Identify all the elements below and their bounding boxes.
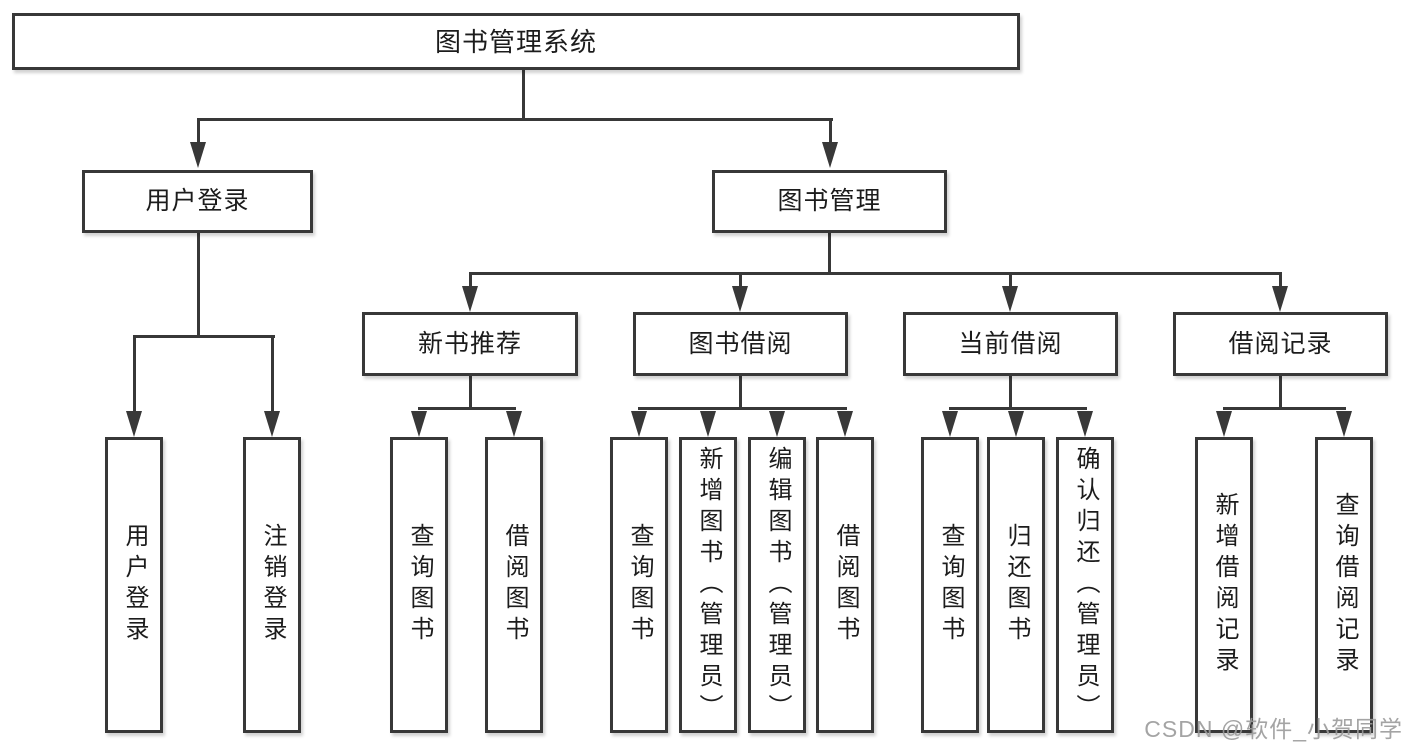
connector-arrow-down-icon [1216, 411, 1232, 437]
leaf-borrow-book: 借阅图书 [816, 437, 874, 733]
connector-arrow-down-icon [1008, 411, 1024, 437]
node-label: 新增图书（管理员） [695, 445, 722, 725]
node-label: 图书管理 [777, 187, 882, 215]
connector-line [418, 407, 516, 410]
node-label: 归还图书 [1003, 523, 1030, 647]
node-label: 查询图书 [406, 523, 433, 647]
node-label: 注销登录 [259, 523, 286, 647]
node-borrow-records: 借阅记录 [1173, 312, 1388, 376]
connector-arrow-down-icon [1272, 286, 1288, 312]
leaf-query-borrow-record: 查询借阅记录 [1315, 437, 1373, 733]
leaf-borrow-book: 借阅图书 [485, 437, 543, 733]
leaf-add-borrow-record: 新增借阅记录 [1195, 437, 1253, 733]
connector-arrow-down-icon [942, 411, 958, 437]
leaf-user-login: 用户登录 [105, 437, 163, 733]
connector-line [739, 272, 742, 288]
node-label: 用户登录 [121, 523, 148, 647]
connector-line [1009, 272, 1012, 288]
node-label: 借阅图书 [501, 523, 528, 647]
connector-line [739, 376, 742, 409]
leaf-confirm-return-admin: 确认归还（管理员） [1056, 437, 1114, 733]
leaf-query-book: 查询图书 [390, 437, 448, 733]
connector-arrow-down-icon [1077, 411, 1093, 437]
connector-line [197, 233, 200, 335]
node-label: 借阅图书 [832, 523, 859, 647]
node-label: 用户登录 [145, 187, 250, 215]
node-label: 查询图书 [937, 523, 964, 647]
connector-line [829, 118, 832, 144]
connector-arrow-down-icon [631, 411, 647, 437]
node-label: 新书推荐 [417, 329, 522, 358]
connector-line [133, 335, 275, 338]
node-book-borrow: 图书借阅 [633, 312, 848, 376]
leaf-return-book: 归还图书 [987, 437, 1045, 733]
connector-arrow-down-icon [190, 142, 206, 168]
node-label: 编辑图书（管理员） [764, 445, 791, 725]
node-label: 查询借阅记录 [1331, 492, 1358, 678]
connector-line [828, 233, 831, 274]
connector-arrow-down-icon [837, 411, 853, 437]
connector-arrow-down-icon [1336, 411, 1352, 437]
connector-arrow-down-icon [822, 142, 838, 168]
connector-arrow-down-icon [769, 411, 785, 437]
leaf-query-book: 查询图书 [921, 437, 979, 733]
connector-line [469, 376, 472, 409]
connector-line [1279, 376, 1282, 409]
node-label: 图书借阅 [688, 329, 793, 358]
watermark: CSDN @软件_小贺同学 [1144, 716, 1403, 742]
node-new-book-recommend: 新书推荐 [362, 312, 578, 376]
connector-line [949, 407, 1087, 410]
connector-line [271, 335, 274, 413]
node-label: 借阅记录 [1228, 329, 1333, 358]
leaf-logout: 注销登录 [243, 437, 301, 733]
node-label: 新增借阅记录 [1211, 492, 1238, 678]
connector-line [133, 335, 136, 413]
connector-line [638, 407, 847, 410]
connector-line [469, 272, 472, 288]
connector-line [469, 272, 1282, 275]
connector-arrow-down-icon [732, 286, 748, 312]
connector-arrow-down-icon [411, 411, 427, 437]
node-label: 确认归还（管理员） [1072, 445, 1099, 725]
node-label: 查询图书 [626, 523, 653, 647]
connector-arrow-down-icon [506, 411, 522, 437]
connector-arrow-down-icon [462, 286, 478, 312]
node-current-borrow: 当前借阅 [903, 312, 1118, 376]
connector-arrow-down-icon [126, 411, 142, 437]
node-user-login: 用户登录 [82, 170, 313, 233]
connector-arrow-down-icon [264, 411, 280, 437]
connector-line [1009, 376, 1012, 409]
node-book-management: 图书管理 [712, 170, 947, 233]
connector-arrow-down-icon [1002, 286, 1018, 312]
connector-line [197, 118, 833, 121]
connector-line [522, 70, 525, 119]
connector-arrow-down-icon [700, 411, 716, 437]
leaf-add-book-admin: 新增图书（管理员） [679, 437, 737, 733]
leaf-query-book: 查询图书 [610, 437, 668, 733]
connector-line [1223, 407, 1346, 410]
node-label: 图书管理系统 [434, 26, 597, 57]
connector-line [1279, 272, 1282, 288]
leaf-edit-book-admin: 编辑图书（管理员） [748, 437, 806, 733]
node-label: 当前借阅 [958, 329, 1063, 358]
connector-line [197, 118, 200, 144]
node-library-system: 图书管理系统 [12, 13, 1020, 70]
